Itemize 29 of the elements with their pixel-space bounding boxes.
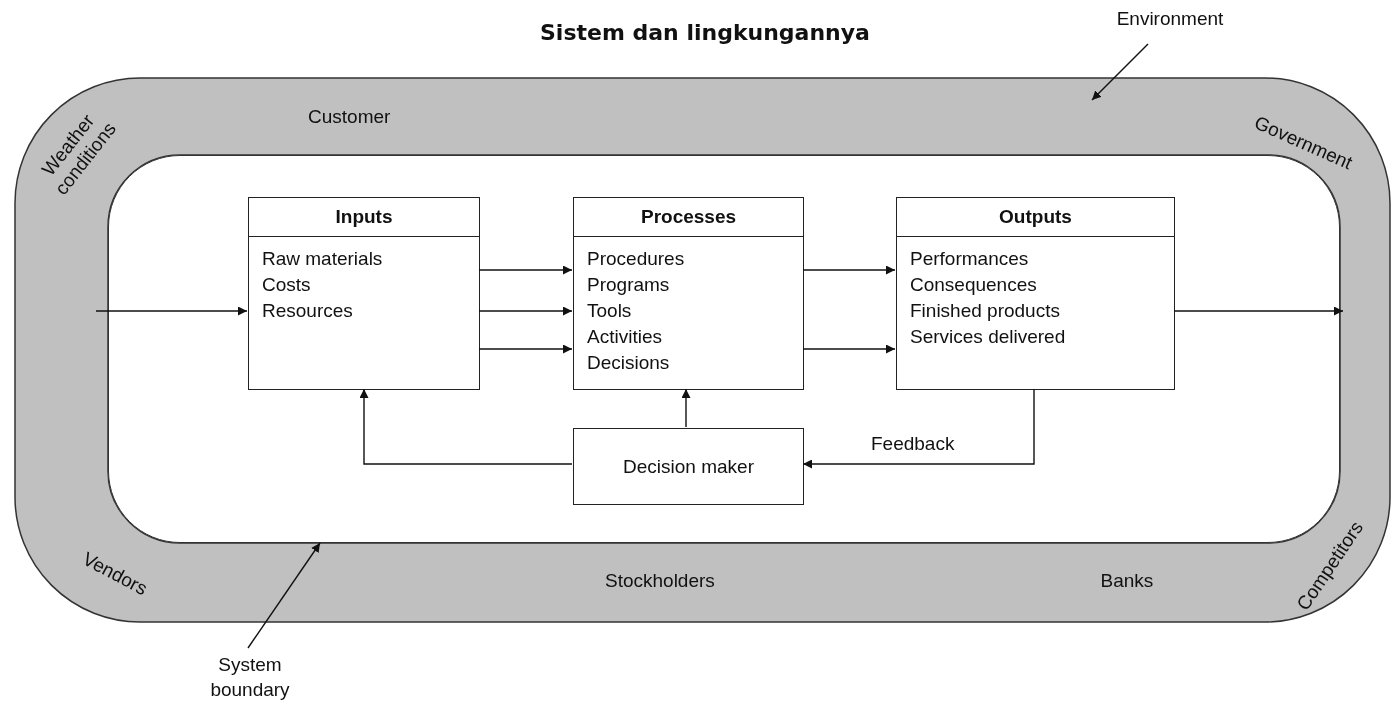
- arrow: [681, 388, 691, 428]
- arrow: [95, 306, 248, 316]
- box-body: Raw materials Costs Resources: [262, 247, 384, 323]
- leader-line: [247, 542, 321, 649]
- process-box: [573, 428, 804, 505]
- box-body: Performances Consequences Finished products Services delivered: [910, 247, 1067, 349]
- process-box: [896, 197, 1175, 390]
- leader-line: [1091, 43, 1149, 101]
- arrow: [359, 388, 573, 465]
- arrow: [802, 388, 1035, 469]
- environment-label: Stockholders: [605, 570, 715, 592]
- process-box: [248, 197, 480, 390]
- box-body: Procedures Programs Tools Activities Decisions: [587, 247, 686, 375]
- box-heading: Inputs: [249, 198, 479, 237]
- environment-label: Customer: [308, 106, 391, 128]
- callout-text: Environment: [1115, 7, 1225, 31]
- arrow: [478, 265, 573, 275]
- arrow: [1173, 306, 1344, 316]
- arrow: [802, 344, 896, 354]
- arrow: [802, 265, 896, 275]
- environment-label: Banks: [1100, 570, 1154, 592]
- callout-text: System boundary: [209, 653, 291, 702]
- box-heading: Processes: [574, 198, 803, 237]
- box-label: Decision maker: [623, 455, 754, 478]
- process-box: [573, 197, 804, 390]
- box-heading: Outputs: [897, 198, 1174, 237]
- diagram-title: Sistem dan lingkungannya: [540, 22, 870, 44]
- arrow: [478, 344, 573, 354]
- arrow: [478, 306, 573, 316]
